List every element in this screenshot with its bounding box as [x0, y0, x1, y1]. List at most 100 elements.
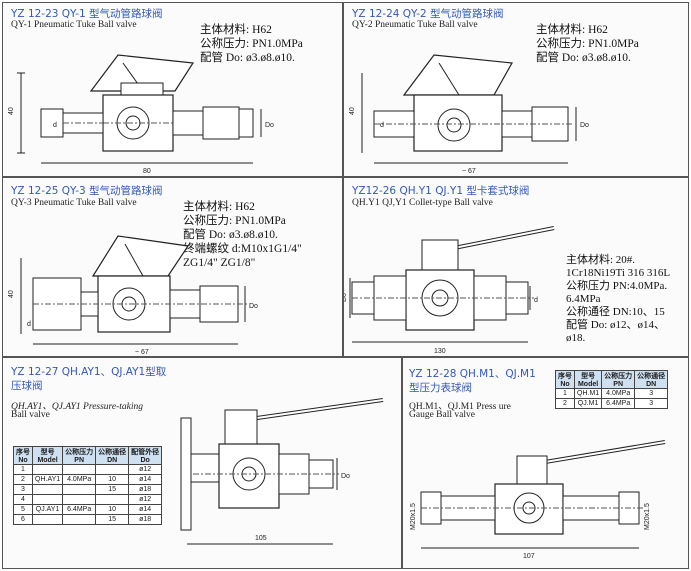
- valve-drawing: Do d 130: [344, 226, 555, 355]
- panel-qhy1: YZ12-26 QH.Y1 QJ.Y1 型卡套式球阀 QH.Y1 QJ,Y1 C…: [343, 177, 689, 357]
- spec-pressure: 公称压力: PN1.0MPa: [200, 38, 303, 50]
- spec-list: 主体材料: H62 公称压力: PN1.0MPa 配管 Do: ø3.ø8.ø1…: [536, 23, 639, 65]
- panel-subtitle: QH.M1、QJ.M1 Press ure: [409, 402, 511, 412]
- panel-title: YZ12-26 QH.Y1 QJ.Y1 型卡套式球阀: [352, 185, 530, 197]
- table-row: 1 ø12: [13, 464, 163, 475]
- table-cell: 3: [13, 484, 33, 495]
- spec-material: 主体材料: 20#.: [566, 254, 636, 266]
- spec-list: 主体材料: H62 公称压力: PN1.0MPa 配管 Do: ø3.ø8.ø1…: [183, 200, 302, 270]
- table-cell: [31, 494, 64, 505]
- table-cell: 15: [95, 514, 130, 525]
- valve-drawing: 40 ~ 67 d Do: [8, 235, 258, 356]
- valve-drawing: 40 80 d Do: [8, 54, 274, 175]
- spec-pressure: 公称压力: PN1.0MPa: [183, 215, 286, 227]
- valve-drawing: 40 ~ 67 d Do: [349, 54, 589, 175]
- header-line: 公称通径: [637, 373, 666, 380]
- dim-d: d: [380, 122, 384, 129]
- dim-do: Do: [265, 122, 274, 129]
- header-line: Model: [37, 457, 58, 464]
- panel-title: YZ 12-28 QH.M1、QJ.M1: [409, 368, 536, 380]
- table-cell: ø12: [128, 464, 163, 475]
- panel-title: YZ 12-25 QY-3 型气动管路球阀: [11, 185, 163, 197]
- dim-left-thread: M20x1.5: [410, 503, 417, 530]
- table-cell: 2: [13, 474, 33, 485]
- spec-material: 主体材料: H62: [536, 24, 608, 36]
- table-cell: QH.AY1: [31, 474, 64, 485]
- valve-drawing: M20x1.5 M20x1.5 107: [410, 440, 666, 560]
- header-line: 公称压力: [65, 449, 94, 456]
- table-cell: 10: [95, 474, 130, 485]
- spec-thread-2: ZG1/4" ZG1/8": [183, 257, 256, 269]
- dim-length: ~ 67: [462, 168, 476, 175]
- table-cell: [62, 484, 97, 495]
- table-cell: 5: [13, 504, 33, 515]
- panel-subtitle: QY-3 Pneumatic Tuke Ball valve: [11, 198, 137, 208]
- spec-pressure: 公称压力: PN1.0MPa: [536, 38, 639, 50]
- spec-dn: 公称通径 DN:10、15: [566, 306, 665, 318]
- header-line: 型号: [40, 449, 55, 456]
- panel-qhm1: YZ 12-28 QH.M1、QJ.M1 型压力表球阀 QH.M1、QJ.M1 …: [402, 357, 689, 569]
- dim-do: Do: [341, 473, 350, 480]
- header-line: No: [18, 457, 28, 464]
- dim-length: 105: [255, 535, 267, 542]
- panel-subtitle: QH.Y1 QJ,Y1 Collet-type Ball valve: [352, 198, 493, 208]
- table-cell: [62, 494, 97, 505]
- table-cell: 3: [634, 398, 669, 409]
- table-cell: [95, 494, 130, 505]
- panel-subtitle: QY-1 Pneumatic Tuke Ball valve: [11, 20, 137, 30]
- dim-d: d: [53, 122, 57, 129]
- panel-title: YZ 12-24 QY-2 型气动管路球阀: [352, 8, 504, 20]
- spec-list: 主体材料: 20#. 1Cr18Ni19Ti 316 316L 公称压力 PN:…: [566, 254, 670, 345]
- spec-material-2: 1Cr18Ni19Ti 316 316L: [566, 267, 671, 279]
- dim-length: 130: [434, 348, 446, 355]
- spec-pressure: 公称压力 PN:4.0MPa.: [566, 280, 668, 292]
- valve-handle: [402, 54, 513, 96]
- table-cell: [62, 464, 97, 475]
- header-line: 公称通径: [98, 449, 127, 456]
- panel-title: YZ 12-27 QH.AY1、QJ.AY1型取: [11, 366, 167, 378]
- table-cell: 6.4MPa: [62, 504, 97, 515]
- valve-drawing: Do 105: [180, 398, 384, 545]
- dim-height: 40: [349, 107, 356, 115]
- table-cell: [31, 484, 64, 495]
- dim-do: Do: [580, 122, 589, 129]
- spec-pipe: 配管 Do: ø3.ø8.ø10.: [183, 229, 278, 241]
- table-cell: ø14: [128, 474, 163, 485]
- table-cell: 1: [13, 464, 33, 475]
- valve-handle: [91, 235, 190, 277]
- panel-title-2: 型压力表球阀: [409, 382, 472, 394]
- dim-d: d: [27, 321, 31, 328]
- table-cell: [31, 514, 64, 525]
- dim-do: Do: [249, 303, 258, 310]
- panel-title-2: 压球阀: [11, 380, 43, 392]
- spec-pipe-2: ø18.: [566, 332, 586, 344]
- dim-right-thread: M20x1.5: [644, 503, 651, 530]
- panel-qy1: YZ 12-23 QY-1 型气动管路球阀 QY-1 Pneumatic Tuk…: [2, 2, 343, 177]
- table-cell: 15: [95, 484, 130, 495]
- table-cell: ø14: [128, 504, 163, 515]
- header-line: DN: [646, 381, 657, 388]
- table-cell: ø18: [128, 484, 163, 495]
- spec-pressure-2: 6.4MPa: [566, 293, 601, 305]
- dim-height: 40: [8, 290, 15, 298]
- table-cell: QJ.AY1: [31, 504, 64, 515]
- header-line: 序号: [558, 373, 572, 380]
- panel-subtitle-2: Gauge Ball valve: [409, 410, 475, 420]
- table-cell: ø18: [128, 514, 163, 525]
- spec-material: 主体材料: H62: [200, 24, 272, 36]
- panel-subtitle-2: Ball valve: [11, 410, 50, 420]
